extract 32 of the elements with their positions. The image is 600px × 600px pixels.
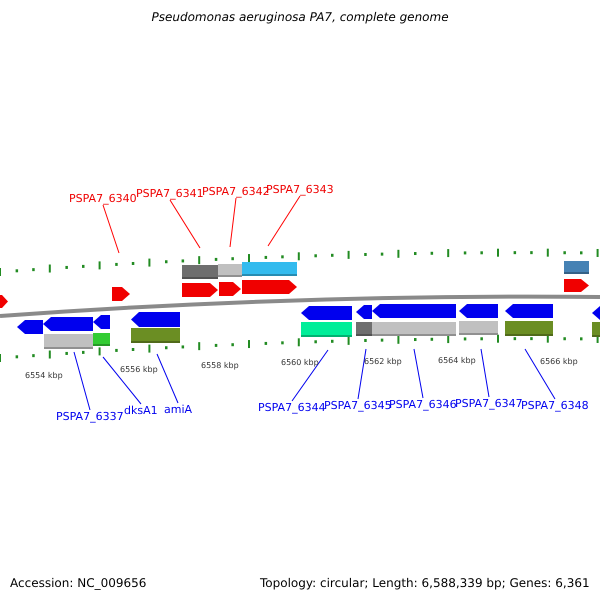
leader-line xyxy=(170,200,200,248)
gene-label: dksA1 xyxy=(124,405,158,416)
leader-line xyxy=(230,198,236,248)
leader-line xyxy=(268,196,300,246)
diagram-title: Pseudomonas aeruginosa PA7, complete genome xyxy=(152,11,449,23)
genome-summary-text: Topology: circular; Length: 6,588,339 bp; Genes: 6,361 xyxy=(260,577,590,589)
leader-line xyxy=(524,348,556,400)
gene-label: amiA xyxy=(164,404,192,415)
leader-line xyxy=(292,350,328,402)
accession-text: Accession: NC_009656 xyxy=(10,577,146,589)
leader-line xyxy=(414,348,424,398)
gene-label: PSPA7_6340 xyxy=(69,193,137,204)
gene-label: PSPA7_6344 xyxy=(258,402,326,413)
leader-line xyxy=(102,204,120,254)
gene-label: PSPA7_6346 xyxy=(389,399,457,410)
leader-line xyxy=(74,352,90,410)
scale-label: 6560 kbp xyxy=(281,359,319,367)
gene-label: PSPA7_6337 xyxy=(56,411,124,422)
scale-label: 6554 kbp xyxy=(25,372,63,380)
leader-line xyxy=(102,356,142,404)
gene-label: PSPA7_6343 xyxy=(266,184,334,195)
leader-line xyxy=(156,354,178,404)
scale-label: 6562 kbp xyxy=(364,358,402,366)
gene-label: PSPA7_6341 xyxy=(136,188,204,199)
leader-line xyxy=(358,348,366,400)
scale-label: 6566 kbp xyxy=(540,358,578,366)
leader-line xyxy=(480,348,490,398)
scale-label: 6558 kbp xyxy=(201,362,239,370)
gene-label: PSPA7_6347 xyxy=(455,398,523,409)
scale-label: 6556 kbp xyxy=(120,366,158,374)
gene-label: PSPA7_6348 xyxy=(521,400,589,411)
scale-label: 6564 kbp xyxy=(438,357,476,365)
